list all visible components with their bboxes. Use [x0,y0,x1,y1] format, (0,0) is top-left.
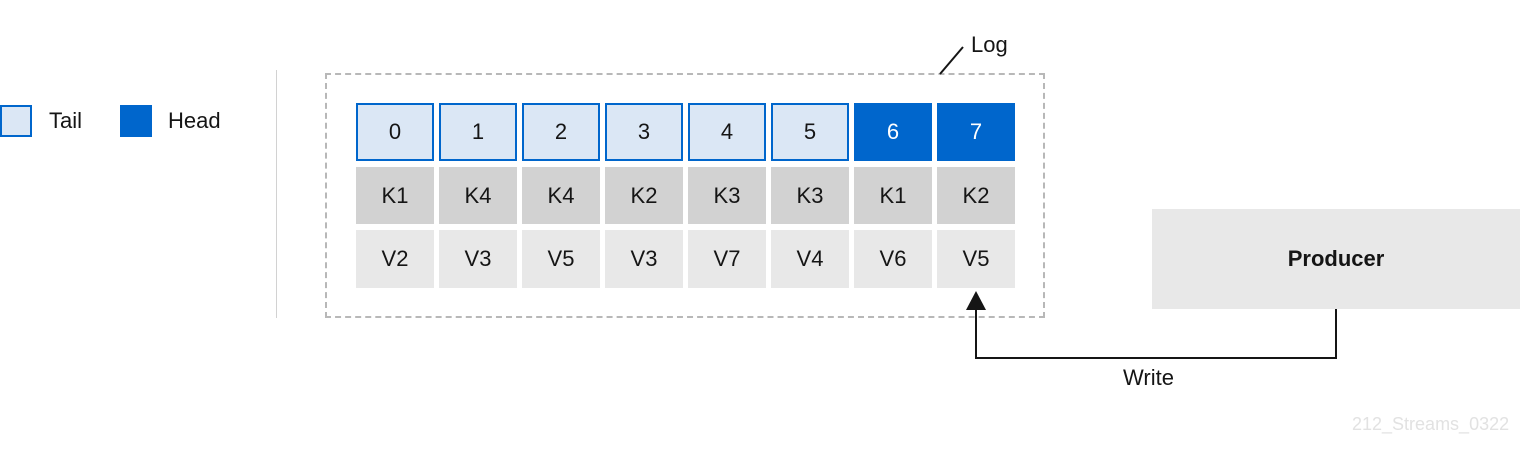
key-cell: K1 [854,167,932,224]
key-cell: K2 [605,167,683,224]
legend-tail-swatch [0,105,32,137]
legend-head-label: Head [168,108,221,133]
tail-offset-cell: 0 [356,103,434,161]
head-offset-cell: 7 [937,103,1015,161]
value-cell: V4 [771,230,849,288]
key-cell: K2 [937,167,1015,224]
value-cell: V5 [937,230,1015,288]
tail-offset-cell: 5 [771,103,849,161]
key-cell: K1 [356,167,434,224]
key-cell: K4 [439,167,517,224]
legend-divider [276,70,277,318]
value-cell: V5 [522,230,600,288]
value-cell: V6 [854,230,932,288]
tail-offset-cell: 3 [605,103,683,161]
tail-offset-cell: 2 [522,103,600,161]
write-label: Write [1123,365,1174,390]
value-cell: V3 [605,230,683,288]
log-container [325,73,1045,318]
value-cell: V3 [439,230,517,288]
key-cell: K3 [688,167,766,224]
value-cell: V7 [688,230,766,288]
tail-offset-cell: 4 [688,103,766,161]
legend-head-swatch [120,105,152,137]
head-offset-cell: 6 [854,103,932,161]
write-arrow-head [966,291,986,310]
key-cell: K3 [771,167,849,224]
log-label-leader [939,46,964,75]
figure-id: 212_Streams_0322 [1352,414,1510,434]
legend-tail-label: Tail [49,108,83,133]
value-cell: V2 [356,230,434,288]
log-label: Log [971,32,1008,57]
tail-offset-cell: 1 [439,103,517,161]
key-cell: K4 [522,167,600,224]
producer-label: Producer [1287,246,1385,271]
producer-box: Producer [1152,209,1520,309]
write-arrow-path [975,306,1337,359]
